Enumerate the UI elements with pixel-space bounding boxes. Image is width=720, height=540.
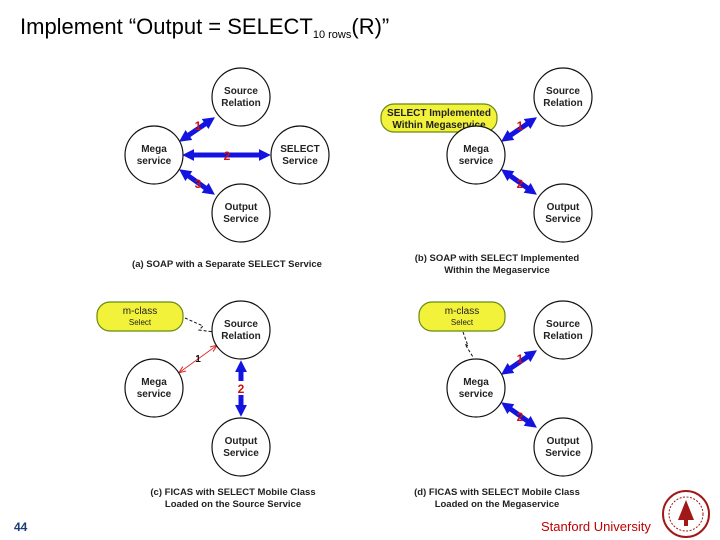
megaservice-node: Megaservice xyxy=(124,125,184,185)
step-2: 2 xyxy=(517,177,524,191)
svg-text:m-class: m-class xyxy=(123,306,157,317)
step-2: 2 xyxy=(238,382,245,396)
svg-text:m-class: m-class xyxy=(445,306,479,317)
svg-text:Source: Source xyxy=(224,86,258,97)
svg-text:Select: Select xyxy=(129,318,152,327)
megaservice-node: Megaservice xyxy=(446,125,506,185)
slide-title: Implement “Output = SELECT10 rows(R)” xyxy=(20,14,390,41)
svg-text:Relation: Relation xyxy=(221,331,260,342)
svg-text:Service: Service xyxy=(545,448,581,459)
step-2: 2 xyxy=(517,410,524,424)
transfer-link xyxy=(462,331,474,358)
svg-text:service: service xyxy=(459,389,494,400)
transfer-link xyxy=(184,317,215,333)
svg-text:Relation: Relation xyxy=(543,331,582,342)
svg-text:Service: Service xyxy=(545,214,581,225)
svg-text:service: service xyxy=(137,389,172,400)
svg-text:Source: Source xyxy=(546,86,580,97)
svg-text:Mega: Mega xyxy=(463,377,489,388)
megaservice-node: Megaservice xyxy=(446,358,506,418)
caption-a: (a) SOAP with a Separate SELECT Service xyxy=(132,259,322,270)
megaservice-node: Megaservice xyxy=(124,358,184,418)
caption-d-line2: Loaded on the Megaservice xyxy=(435,499,560,510)
step-1: 1 xyxy=(195,119,202,133)
arrow-2 xyxy=(501,402,537,428)
arrow-1 xyxy=(501,117,537,142)
svg-text:Source: Source xyxy=(224,319,258,330)
svg-text:SELECT Implemented: SELECT Implemented xyxy=(387,108,491,119)
svg-text:Within Megaservice: Within Megaservice xyxy=(392,120,486,131)
svg-text:Output: Output xyxy=(547,202,580,213)
svg-text:Service: Service xyxy=(282,156,318,167)
step-1: 1 xyxy=(517,352,524,366)
svg-text:Service: Service xyxy=(223,448,259,459)
svg-text:Mega: Mega xyxy=(463,144,489,155)
step-1: 1 xyxy=(195,354,201,365)
page-number: 44 xyxy=(14,520,28,534)
svg-text:Output: Output xyxy=(225,202,258,213)
step-2: 2 xyxy=(224,149,231,163)
svg-text:Mega: Mega xyxy=(141,144,167,155)
arrow-3 xyxy=(179,169,215,195)
caption-b-line1: (b) SOAP with SELECT Implemented xyxy=(415,253,580,264)
caption-c-line1: (c) FICAS with SELECT Mobile Class xyxy=(150,487,315,498)
svg-text:Mega: Mega xyxy=(141,377,167,388)
arrow-2 xyxy=(501,169,537,195)
svg-text:SELECT: SELECT xyxy=(280,144,319,155)
arrow-1 xyxy=(179,117,215,142)
svg-text:service: service xyxy=(137,156,172,167)
caption-c-line2: Loaded on the Source Service xyxy=(165,499,301,510)
svg-text:Service: Service xyxy=(223,214,259,225)
arrow-1 xyxy=(501,350,537,375)
svg-text:Relation: Relation xyxy=(221,98,260,109)
step-1: 1 xyxy=(517,119,524,133)
svg-text:Source: Source xyxy=(546,319,580,330)
university-name: Stanford University xyxy=(541,519,651,534)
caption-d-line1: (d) FICAS with SELECT Mobile Class xyxy=(414,487,580,498)
step-3: 3 xyxy=(195,177,202,191)
svg-text:Output: Output xyxy=(547,436,580,447)
svg-text:service: service xyxy=(459,156,494,167)
caption-b-line2: Within the Megaservice xyxy=(444,265,550,276)
arrow-1 xyxy=(180,346,216,372)
stanford-seal-logo xyxy=(662,490,710,538)
svg-text:Output: Output xyxy=(225,436,258,447)
svg-text:Relation: Relation xyxy=(543,98,582,109)
svg-text:Select: Select xyxy=(451,318,474,327)
